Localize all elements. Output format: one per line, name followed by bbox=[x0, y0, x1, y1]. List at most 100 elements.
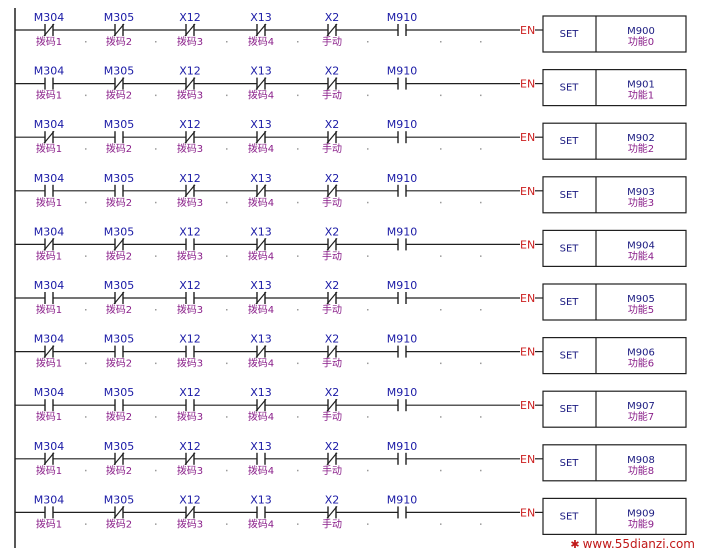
grid-dot bbox=[367, 41, 369, 43]
contact-name: M304 bbox=[34, 440, 65, 453]
contact-no[interactable]: M910 bbox=[387, 493, 418, 519]
instruction-box bbox=[542, 229, 687, 267]
contact-no[interactable]: M910 bbox=[387, 225, 418, 251]
instruction-label: SET bbox=[560, 297, 580, 308]
contact-no[interactable]: M910 bbox=[387, 333, 418, 358]
contact-no[interactable]: M910 bbox=[387, 11, 418, 36]
contact-slash bbox=[184, 77, 196, 90]
contact-no[interactable]: M910 bbox=[387, 118, 418, 144]
contact-name: X2 bbox=[325, 225, 340, 238]
grid-dot bbox=[297, 416, 299, 418]
contact-comment: 拨码4 bbox=[248, 410, 274, 423]
contact-slash bbox=[255, 184, 267, 198]
contact-slash bbox=[326, 398, 338, 412]
grid-dot bbox=[480, 255, 482, 257]
contact-no[interactable]: M910 bbox=[387, 386, 418, 412]
contact-no[interactable]: M910 bbox=[387, 172, 418, 197]
instruction-label: SET bbox=[560, 29, 580, 40]
grid-dot bbox=[367, 416, 369, 418]
grid-dot bbox=[226, 94, 228, 97]
contact-comment: 拨码4 bbox=[248, 303, 274, 316]
grid-dot bbox=[440, 523, 442, 525]
instruction-label: SET bbox=[560, 404, 580, 415]
contact-no[interactable]: M910 bbox=[387, 279, 418, 304]
grid-dot bbox=[155, 309, 157, 311]
contact-no[interactable]: M910 bbox=[387, 65, 418, 90]
grid-dot bbox=[480, 416, 482, 418]
grid-dot bbox=[297, 362, 299, 365]
contact-no[interactable]: M910 bbox=[387, 440, 418, 465]
grid-dot bbox=[367, 309, 369, 311]
contact-slash bbox=[326, 291, 338, 305]
grid-dot bbox=[367, 255, 369, 257]
grid-dot bbox=[155, 148, 157, 150]
en-label: EN bbox=[520, 292, 535, 305]
contact-comment: 拨码3 bbox=[177, 464, 203, 477]
grid-dot bbox=[85, 309, 87, 311]
contact-name: X13 bbox=[250, 172, 272, 185]
grid-dot bbox=[226, 523, 228, 525]
